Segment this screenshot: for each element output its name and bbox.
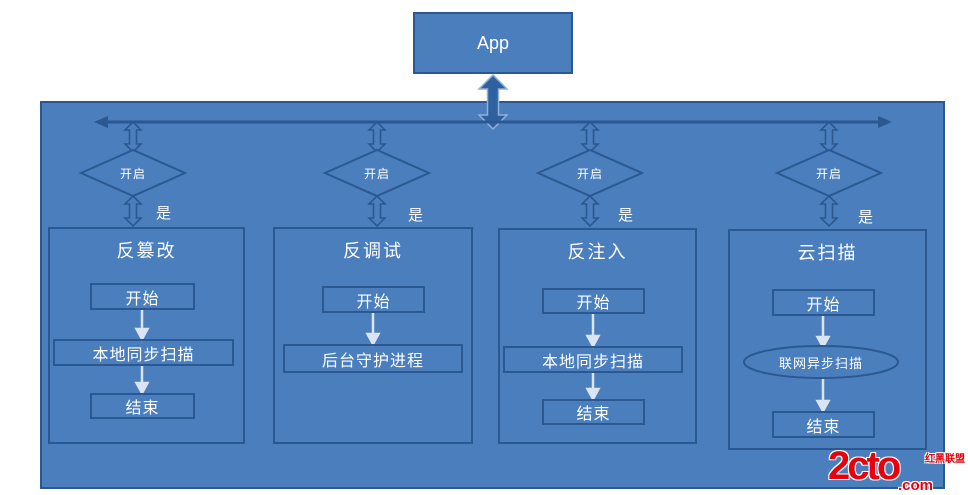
branch-2-decision-label: 开启 — [363, 167, 390, 181]
branch-4-ellipse-step — [743, 345, 899, 379]
branch-1-step-end: 结束 — [90, 393, 195, 419]
branch-3-step-start: 开始 — [542, 288, 645, 314]
watermark-logo-text: 2cto — [828, 444, 901, 488]
branch-1-group-box: 反篡改 — [48, 227, 245, 444]
branch-4-decision-diamond — [774, 148, 884, 198]
branch-4-decision-label: 开启 — [815, 167, 842, 181]
branch-4-group-box: 云扫描 — [728, 229, 927, 450]
branch-2-step-daemon: 后台守护进程 — [283, 344, 463, 373]
branch-2-group-box: 反调试 — [273, 227, 473, 444]
app-node: App — [413, 12, 573, 74]
branch-1-yes-label: 是 — [156, 205, 172, 222]
branch-3-title: 反注入 — [567, 242, 628, 262]
branch-1-step-local-sync-scan: 本地同步扫描 — [53, 339, 234, 366]
branch-3-group-box: 反注入 — [498, 228, 697, 444]
step-connectors — [134, 310, 831, 414]
watermark-alliance-text: 红黑联盟 — [925, 454, 965, 465]
branch-2-yes-label: 是 — [408, 207, 424, 224]
horizontal-bus-line — [94, 116, 892, 128]
branch-2-step-start: 开始 — [322, 286, 425, 313]
branch-3-decision-label: 开启 — [576, 167, 603, 181]
branch-3-step-end: 结束 — [542, 399, 645, 425]
branch-4-step-end: 结束 — [772, 411, 875, 438]
branch-4-yes-label: 是 — [858, 209, 874, 226]
branch-4-step-online-async-scan: 联网异步扫描 — [778, 356, 863, 371]
decision-diamonds — [78, 148, 884, 198]
branch-3-step-local-sync-scan: 本地同步扫描 — [503, 346, 683, 373]
branch-3-decision-diamond — [535, 148, 645, 198]
bus-right-arrowhead-icon — [878, 116, 892, 128]
branch-1-title: 反篡改 — [116, 241, 177, 261]
branch-2-title: 反调试 — [343, 241, 403, 261]
branch-2-decision-diamond — [322, 148, 432, 198]
branch-1-decision-label: 开启 — [119, 167, 146, 181]
bus-left-arrowhead-icon — [94, 116, 108, 128]
branch-double-arrows — [124, 121, 838, 227]
watermark-suffix-text: .com — [898, 477, 934, 494]
branch-4-title: 云扫描 — [797, 243, 858, 263]
branch-1-decision-diamond — [78, 148, 188, 198]
app-bus-double-arrow-icon — [477, 73, 509, 131]
branch-3-yes-label: 是 — [618, 207, 634, 224]
branch-4-step-start: 开始 — [772, 289, 875, 316]
branch-1-step-start: 开始 — [90, 283, 195, 310]
watermark-2cto: 2cto 红黑联盟 .com — [826, 446, 968, 495]
